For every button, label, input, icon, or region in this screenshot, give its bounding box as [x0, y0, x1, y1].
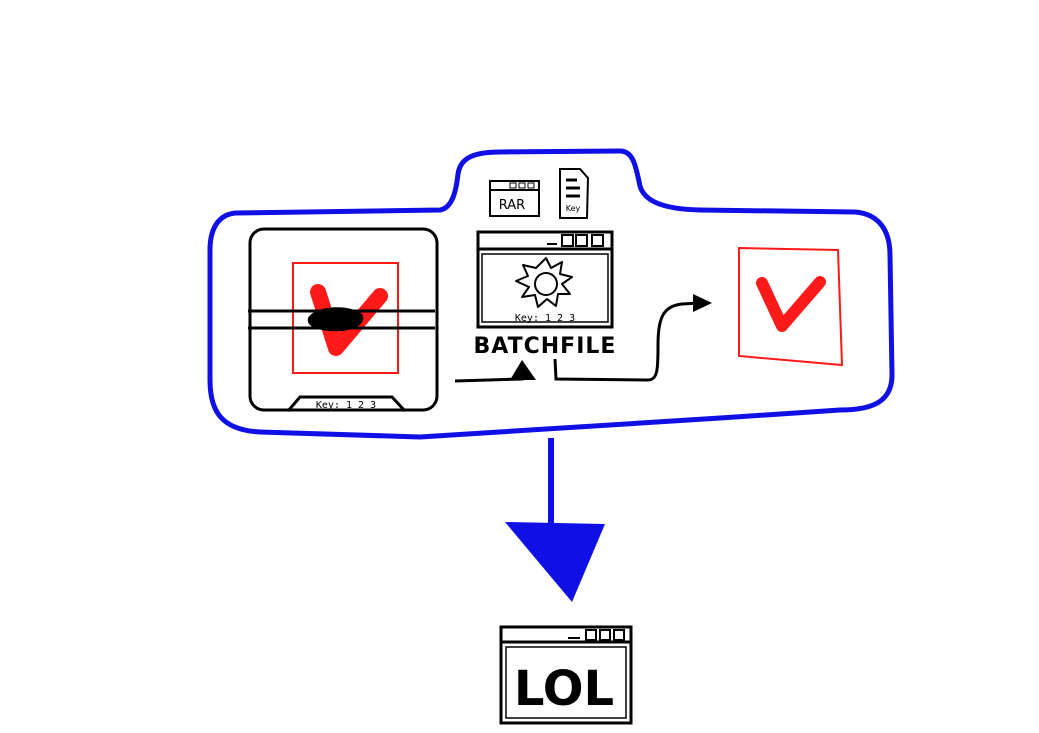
left-key-label: Key: 1 2 3: [316, 400, 376, 411]
red-v-frame-right: [738, 246, 844, 367]
key-plate: [286, 395, 407, 413]
red-v-frame-left: [292, 262, 399, 374]
black-blob-icon: [307, 307, 364, 332]
batch-window-icon: Key: 1 2 3: [476, 230, 614, 329]
batch-name-label: BATCHFILE: [474, 334, 617, 359]
lol-label: LOL: [514, 661, 614, 717]
key-doc-label: Key: [566, 204, 581, 213]
blue-container-outline: [207, 148, 895, 440]
rar-archive-window-icon: RAR: [489, 180, 540, 217]
gear-icon: [515, 257, 573, 308]
key-document-icon: Key: [559, 168, 590, 219]
source-panel-frame: [248, 227, 439, 412]
source-panel: Key: 1 2 3: [248, 227, 439, 413]
output-logo: [738, 246, 844, 367]
arrow-batch-to-output: [553, 301, 701, 382]
lol-window-icon: LOL: [499, 625, 633, 725]
rar-label: RAR: [499, 198, 525, 213]
red-v-logo-icon-output: [756, 276, 826, 332]
down-arrow-head: [505, 522, 605, 602]
arrow-source-to-batch-head: [510, 360, 536, 380]
batch-key-label: Key: 1 2 3: [515, 313, 575, 324]
arrow-batch-to-output-head: [693, 294, 712, 312]
